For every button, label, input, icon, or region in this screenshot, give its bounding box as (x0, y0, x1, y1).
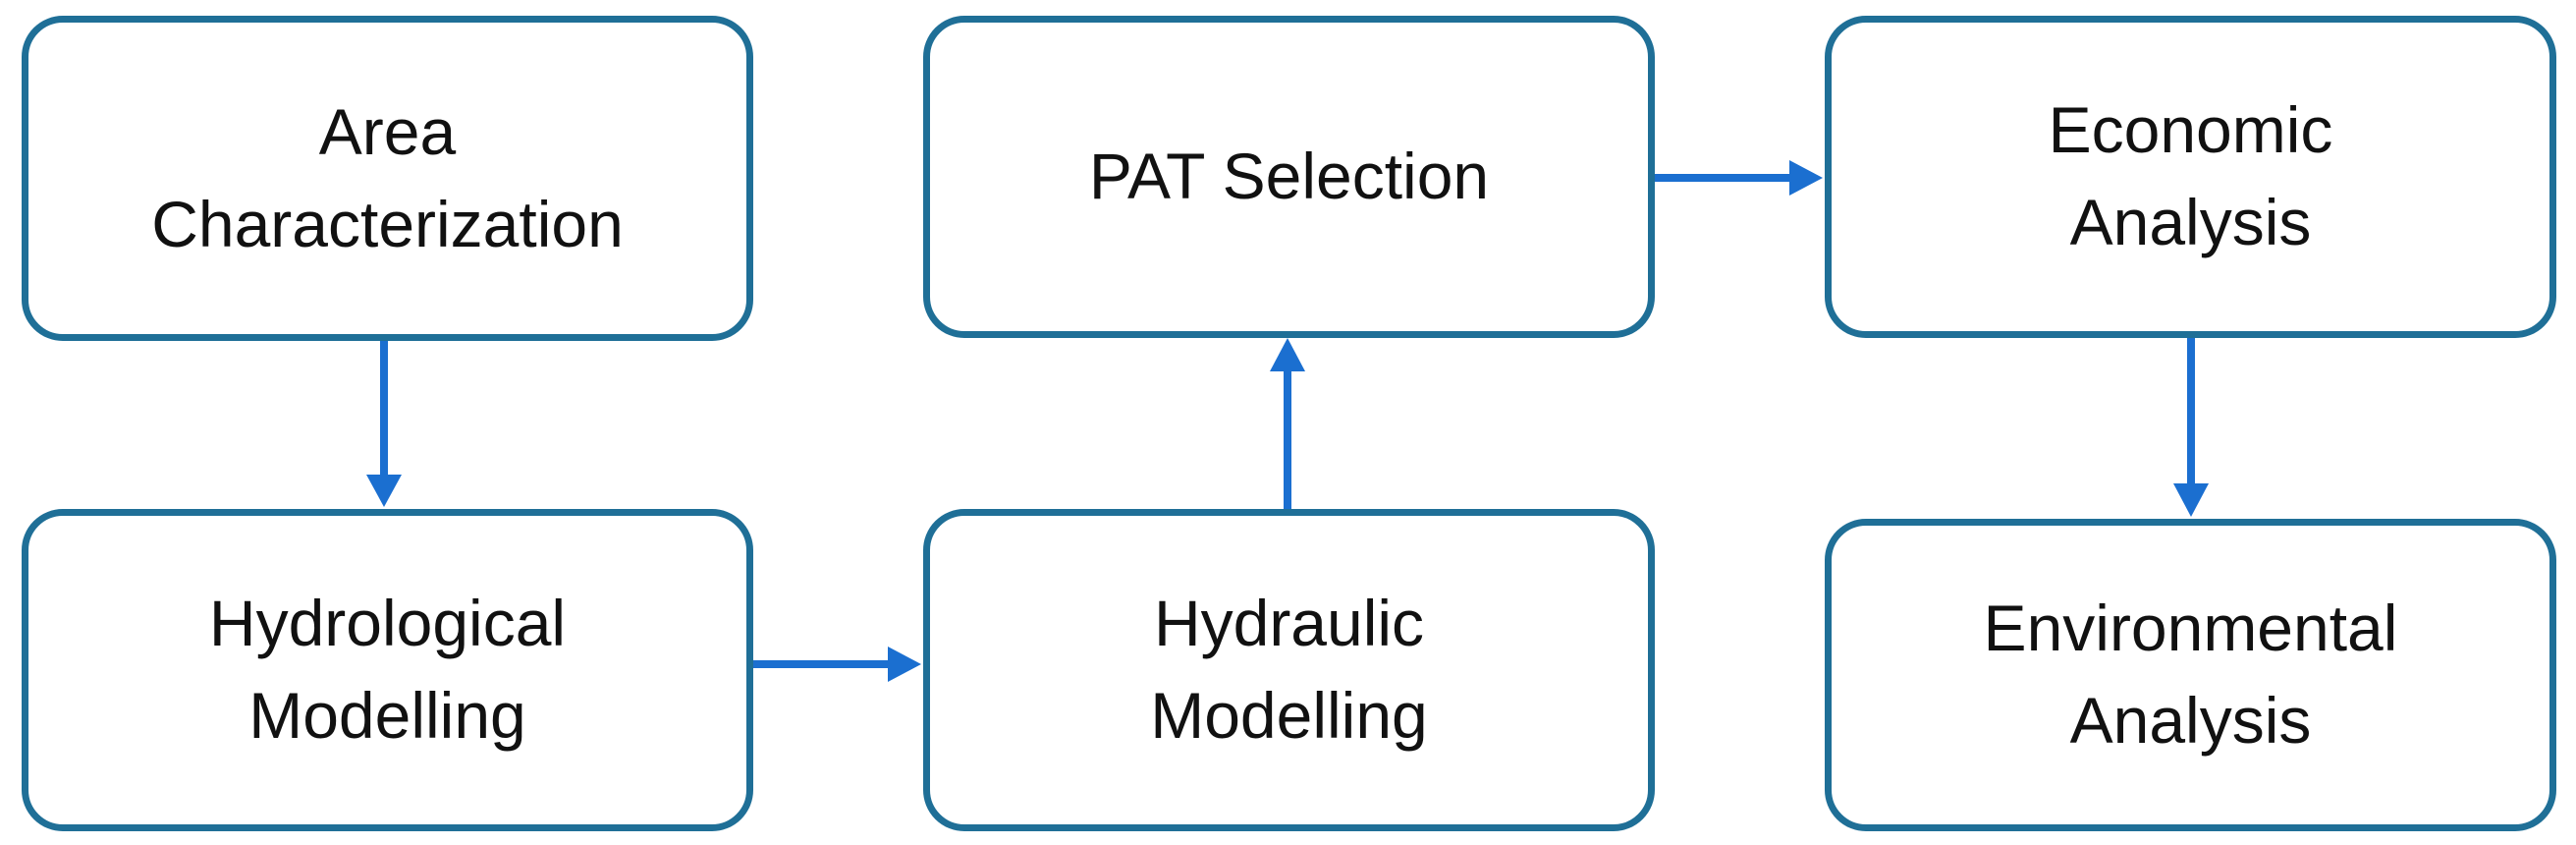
node-label-economic-analysis: Economic Analysis (2048, 93, 2333, 258)
node-hydraulic-modelling: Hydraulic Modelling (923, 509, 1655, 831)
node-hydrological-modelling: Hydrological Modelling (22, 509, 753, 831)
node-area-characterization: Area Characterization (22, 16, 753, 341)
node-label-pat-selection: PAT Selection (1088, 140, 1490, 213)
node-label-area-characterization: Area Characterization (151, 94, 624, 260)
arrow-hydrological-to-hydraulic (753, 647, 921, 682)
arrow-area-to-hydrological (366, 341, 402, 507)
node-label-hydraulic-modelling: Hydraulic Modelling (1150, 587, 1428, 752)
node-economic-analysis: Economic Analysis (1825, 16, 2556, 338)
node-label-environmental-analysis: Environmental Analysis (1983, 592, 2398, 757)
node-environmental-analysis: Environmental Analysis (1825, 519, 2556, 831)
arrow-pat-to-economic (1655, 160, 1823, 196)
node-label-hydrological-modelling: Hydrological Modelling (208, 587, 567, 752)
arrow-economic-to-environmental (2173, 338, 2209, 517)
node-pat-selection: PAT Selection (923, 16, 1655, 338)
arrow-hydraulic-to-pat (1270, 338, 1305, 509)
